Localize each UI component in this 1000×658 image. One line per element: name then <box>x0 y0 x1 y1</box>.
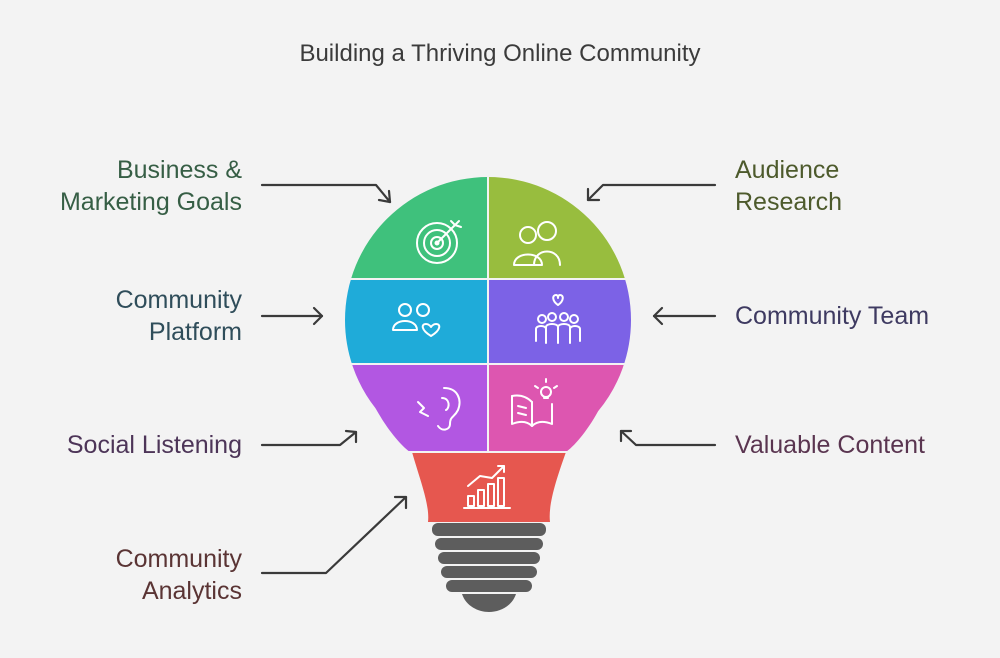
label-valuable-content: Valuable Content <box>735 431 925 459</box>
page-title: Building a Thriving Online Community <box>299 40 701 67</box>
arrow-community-platform <box>260 306 324 326</box>
label-community-analytics: Community Analytics <box>115 545 242 605</box>
arrow-valuable-content <box>619 429 717 447</box>
segment-business-goals <box>345 177 488 279</box>
team-heart-icon <box>535 294 581 344</box>
people-icon <box>513 221 561 266</box>
target-icon <box>416 220 462 264</box>
ear-icon <box>417 387 461 431</box>
arrow-community-team <box>652 306 717 326</box>
users-heart-icon <box>392 303 441 337</box>
label-social-listening: Social Listening <box>66 431 242 459</box>
bulb-screw-base <box>432 523 546 612</box>
segment-audience-research <box>488 177 631 279</box>
label-business-marketing-goals: Business & Marketing Goals <box>59 156 242 216</box>
label-community-team: Community Team <box>735 302 930 330</box>
segment-dividers <box>340 175 640 453</box>
segment-community-platform <box>345 279 488 364</box>
label-audience-research: Audience Research <box>735 156 842 216</box>
segment-social-listening <box>345 364 488 454</box>
arrow-social-listening <box>260 429 358 447</box>
arrow-community-analytics <box>260 495 408 575</box>
label-community-platform: Community Platform <box>115 286 242 346</box>
bar-chart-icon <box>463 465 511 509</box>
book-lightbulb-icon <box>511 378 558 427</box>
segment-community-team <box>488 279 631 364</box>
arrow-audience-research <box>586 183 717 202</box>
arrow-business-goals <box>260 183 392 204</box>
